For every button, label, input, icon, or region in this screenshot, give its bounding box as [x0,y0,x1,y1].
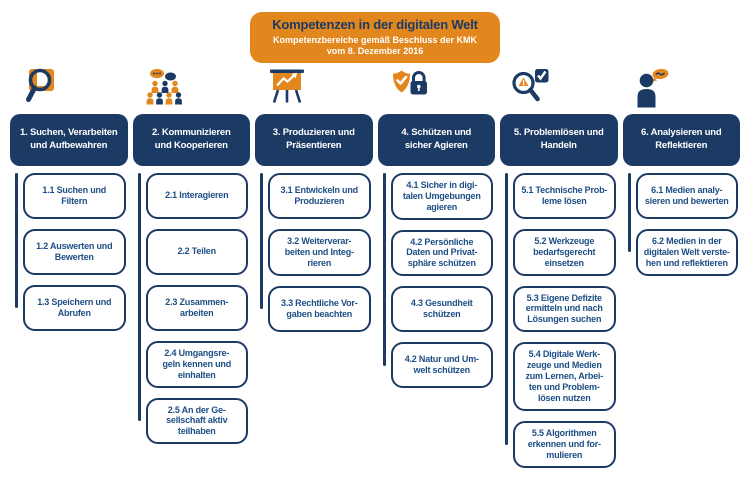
column-header-4: 4. Schützen und sicher Agieren [377,113,495,166]
presentation-chart-icon [265,68,373,108]
shield-lock-icon [388,68,496,108]
search-document-icon [20,68,128,108]
competency-column-3: 3. Produzieren und Präsentieren 3.1 Entw… [255,68,373,469]
competency-item: 5.5 Algorithmen erkennen und for- mulier… [513,421,616,469]
column-items-1: 1.1 Suchen und Filtern 1.2 Auswerten und… [10,172,128,331]
competency-column-2: 2. Kommunizieren und Kooperieren 2.1 Int… [132,68,251,469]
competency-item: 6.1 Medien analy- sieren und bewerten [635,172,738,219]
connector-line [260,172,263,309]
competency-item: 5.1 Technische Prob- leme lösen [513,172,616,219]
column-items-3: 3.1 Entwickeln und Produzieren 3.2 Weite… [255,172,373,332]
competency-item: 3.1 Entwickeln und Produzieren [268,172,371,219]
competency-item: 5.4 Digitale Werk- zeuge und Medien zum … [513,342,616,412]
competency-columns: 1. Suchen, Verarbeiten und Aufbewahren 1… [0,68,750,469]
competency-item: 4.2 Natur und Um- welt schützen [390,342,493,389]
column-header-1: 1. Suchen, Verarbeiten und Aufbewahren [10,113,128,166]
competency-item: 2.5 An der Ge- sellschaft aktiv teilhabe… [145,397,248,445]
connector-line [627,172,631,253]
connector-line [382,172,386,366]
kmk-competency-diagram: Kompetenzen in der digitalen Welt Kompet… [0,12,750,492]
title-box: Kompetenzen in der digitalen Welt Kompet… [250,12,500,63]
column-items-2: 2.1 Interagieren 2.2 Teilen 2.3 Zusammen… [133,172,251,445]
competency-item: 4.3 Gesundheit schützen [390,286,493,333]
competency-column-5: 5. Problemlösen und Handeln 5.1 Technisc… [500,68,618,469]
diagram-subtitle: Kompetenzbereiche gemäß Beschluss der KM… [272,35,478,56]
competency-item: 4.2 Persönliche Daten und Privat- sphäre… [390,229,493,277]
competency-item: 1.3 Speichern und Abrufen [23,284,126,331]
search-problem-check-icon [510,68,618,108]
connector-line [137,172,141,422]
competency-item: 2.3 Zusammen- arbeiten [145,284,248,331]
column-items-6: 6.1 Medien analy- sieren und bewerten 6.… [623,172,741,276]
connector-line [15,172,18,308]
competency-item: 5.2 Werkzeuge bedarfsgerecht einsetzen [513,228,616,276]
competency-item: 5.3 Eigene Defizite ermitteln und nach L… [513,285,616,333]
column-header-5: 5. Problemlösen und Handeln [500,113,618,166]
competency-item: 1.2 Auswerten und Bewerten [23,228,126,275]
competency-item: 4.1 Sicher in digi- talen Umgebungen agi… [390,172,493,220]
competency-item: 3.3 Rechtliche Vor- gaben beachten [268,285,371,332]
column-items-4: 4.1 Sicher in digi- talen Umgebungen agi… [378,172,496,389]
diagram-title: Kompetenzen in der digitalen Welt [272,17,478,32]
column-header-2: 2. Kommunizieren und Kooperieren [132,113,250,166]
competency-column-4: 4. Schützen und sicher Agieren 4.1 Siche… [377,68,496,469]
connector-line [505,172,508,446]
competency-item: 3.2 Weiterverar- beiten und Integ- riere… [268,228,371,276]
competency-item: 6.2 Medien in der digitalen Welt verste-… [635,228,738,276]
column-header-3: 3. Produzieren und Präsentieren [255,113,373,166]
competency-column-6: 6. Analysieren und Reflektieren 6.1 Medi… [622,68,741,469]
people-communication-icon [143,68,251,108]
column-header-6: 6. Analysieren und Reflektieren [622,113,740,166]
competency-column-1: 1. Suchen, Verarbeiten und Aufbewahren 1… [10,68,128,469]
competency-item: 2.4 Umgangsre- geln kennen und einhalten [145,340,248,388]
competency-item: 2.2 Teilen [145,228,248,275]
column-items-5: 5.1 Technische Prob- leme lösen 5.2 Werk… [500,172,618,469]
competency-item: 1.1 Suchen und Filtern [23,172,126,219]
person-reflection-icon [633,68,741,108]
competency-item: 2.1 Interagieren [145,172,248,219]
